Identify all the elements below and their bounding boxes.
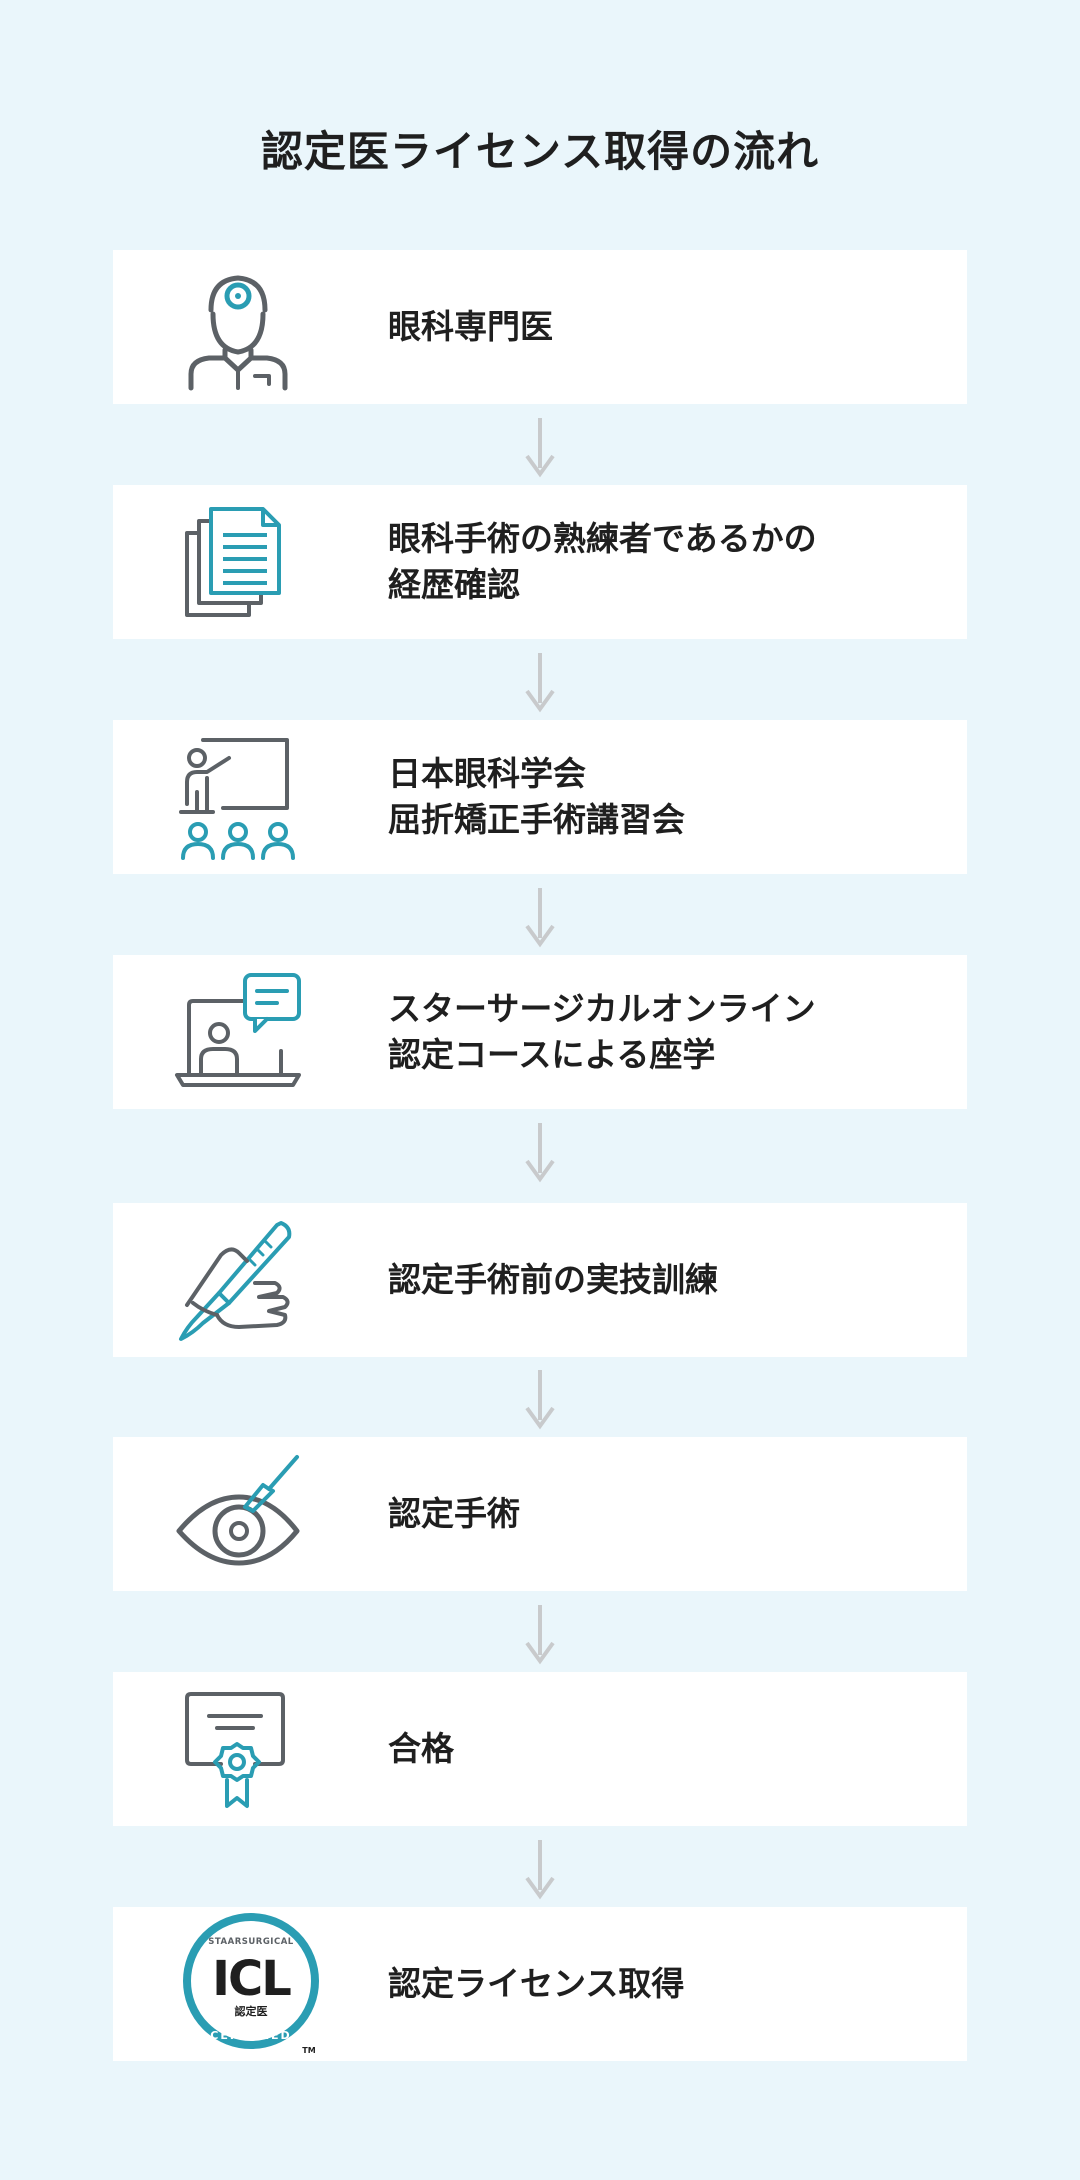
badge-sub: 認定医 [235,2004,268,2018]
flow-step-license: STAARSURGICAL ICL 認定医 CERTIFIED TM 認定ライセ… [113,1907,967,2061]
doctor-icon [173,262,303,392]
step-label: 認定手術 [388,1494,520,1533]
icl-certified-badge-icon: STAARSURGICAL ICL 認定医 CERTIFIED TM [181,1911,325,2057]
page-title: 認定医ライセンス取得の流れ [260,127,820,176]
step-label: 眼科専門医 [388,307,553,346]
step-label: 認定ライセンス取得 [388,1964,685,2003]
down-arrow-icon [520,1605,560,1667]
step-label: 眼科手術の熟練者であるかの 経歴確認 [388,519,817,604]
down-arrow-icon [520,653,560,715]
eye-surgery-icon [173,1449,303,1579]
step-label: 合格 [388,1729,454,1768]
step-label: 認定手術前の実技訓練 [388,1260,718,1299]
step-label: スターサージカルオンライン 認定コースによる座学 [388,989,816,1074]
badge-brand: STAARSURGICAL [208,1937,293,1947]
down-arrow-icon [520,1370,560,1432]
down-arrow-icon [520,418,560,480]
flow-step-practical-training: 認定手術前の実技訓練 [113,1203,967,1357]
lecture-icon [173,732,303,862]
down-arrow-icon [520,888,560,950]
flow-step-lecture: 日本眼科学会 屈折矯正手術講習会 [113,720,967,874]
step-label: 日本眼科学会 屈折矯正手術講習会 [388,754,685,839]
flow-step-career-check: 眼科手術の熟練者であるかの 経歴確認 [113,485,967,639]
flow-step-certified-surgery: 認定手術 [113,1437,967,1591]
flow-step-ophthalmologist: 眼科専門医 [113,250,967,404]
documents-icon [173,497,303,627]
badge-tm: TM [302,2046,315,2055]
down-arrow-icon [520,1123,560,1185]
badge-mark: ICL [212,1951,291,2007]
scalpel-hand-icon [173,1215,303,1345]
flow-step-online-course: スターサージカルオンライン 認定コースによる座学 [113,955,967,1109]
badge-certified: CERTIFIED [210,2029,291,2042]
flow-step-pass: 合格 [113,1672,967,1826]
online-course-icon [173,967,303,1097]
certificate-icon [173,1684,303,1814]
down-arrow-icon [520,1840,560,1902]
